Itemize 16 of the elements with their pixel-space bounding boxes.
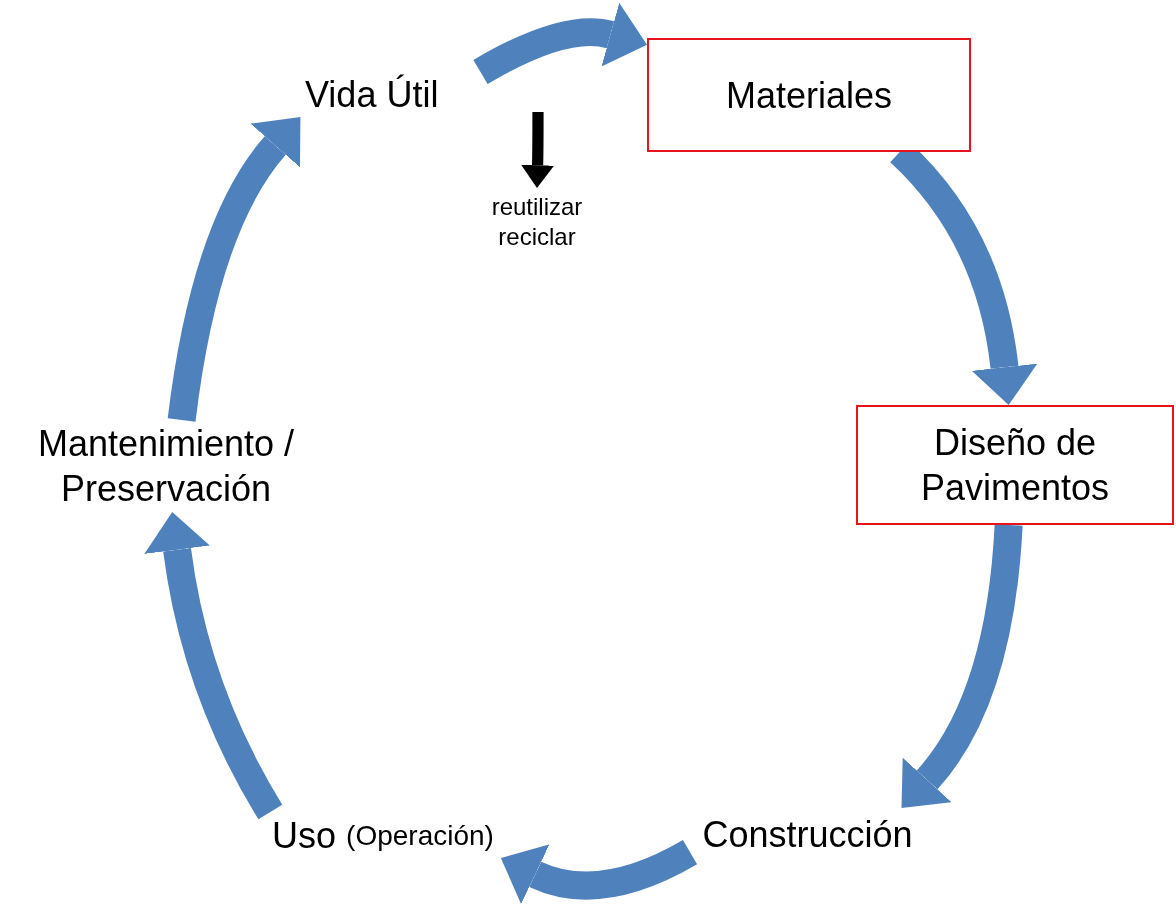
node-label: Vida Útil <box>305 73 440 117</box>
node-label: (Operación) <box>346 818 494 853</box>
node-label: Construcción <box>702 812 913 857</box>
arrow <box>500 839 697 905</box>
node-label: reutilizar reciclar <box>490 192 584 252</box>
node-label: Materiales <box>725 73 893 118</box>
node-label: Mantenimiento / Preservación <box>36 422 296 511</box>
node-label: Uso <box>272 813 337 858</box>
process-box <box>856 405 1174 525</box>
arrow <box>144 512 283 820</box>
arrow <box>473 2 648 85</box>
arrow <box>521 112 555 188</box>
process-box <box>647 38 971 152</box>
arrow <box>901 524 1023 810</box>
node-label: Diseño de Pavimentos <box>919 421 1111 510</box>
arrow <box>167 115 301 422</box>
